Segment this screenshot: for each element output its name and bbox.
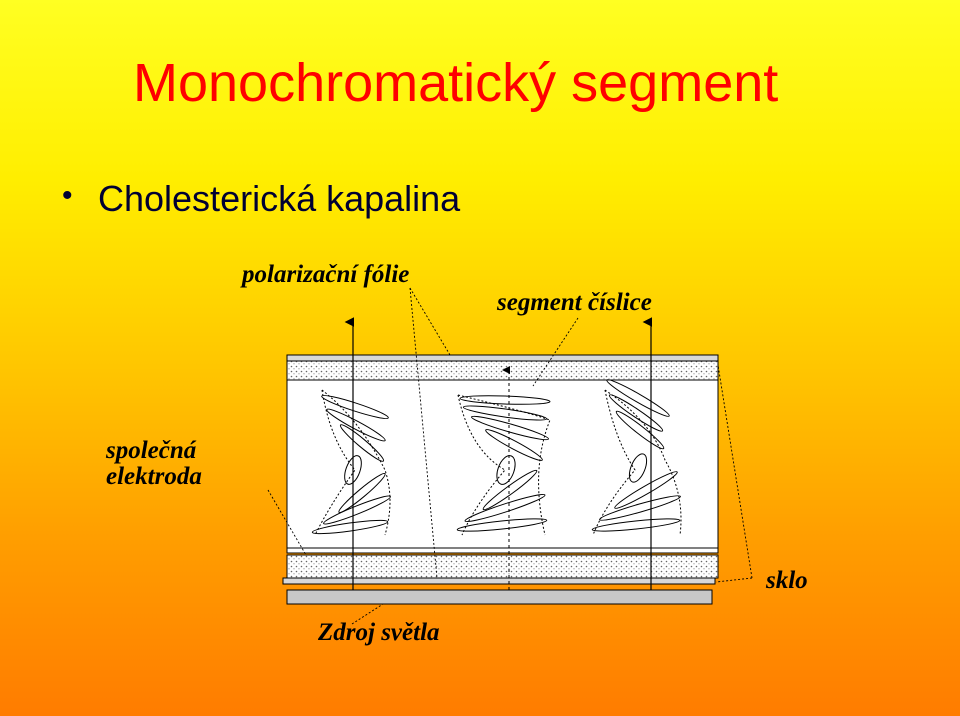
top-glass-plate xyxy=(286,354,719,362)
label-common-electrode-line2: elektroda xyxy=(106,463,202,491)
leader-polarizer-bottom xyxy=(409,287,438,579)
label-digit-segment: segment číslice xyxy=(497,289,652,316)
leader-glass-bottom xyxy=(715,577,753,583)
label-common-electrode-line1: společná xyxy=(106,437,197,464)
leader-common-electrode xyxy=(267,489,307,556)
leader-lines xyxy=(267,287,753,625)
helix-right xyxy=(591,379,682,536)
leader-glass-top xyxy=(717,364,753,579)
label-polarizing-film: polarizační fólie xyxy=(242,261,410,288)
bullet-text: Cholesterická kapalina xyxy=(98,178,461,219)
top-stipple-layer xyxy=(286,360,719,381)
label-glass: sklo xyxy=(766,567,808,594)
label-light-source: Zdroj světla xyxy=(318,619,440,646)
slide-title: Monochromatický segment xyxy=(133,53,779,113)
common-electrode xyxy=(286,547,719,554)
bottom-stipple-layer xyxy=(286,554,719,579)
light-source-plate xyxy=(286,589,713,605)
helix-left xyxy=(311,389,391,536)
leader-polarizer-top xyxy=(409,287,451,356)
label-common-electrode: společná elektroda xyxy=(106,437,202,491)
leader-segment xyxy=(532,317,579,387)
helix-middle xyxy=(456,394,551,536)
bullet-dot: • xyxy=(62,179,73,212)
bottom-glass-plate xyxy=(282,577,716,585)
